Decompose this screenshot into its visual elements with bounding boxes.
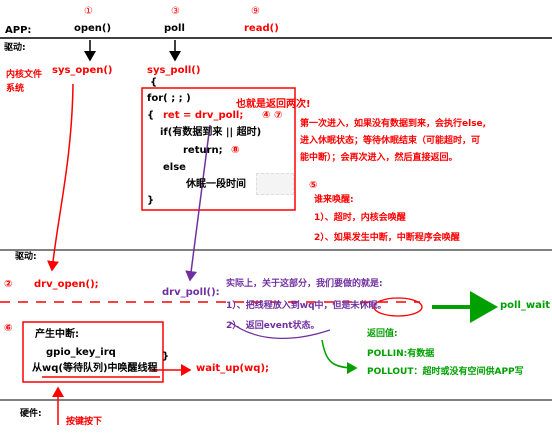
irq-name: gpio_key_irq — [46, 347, 116, 358]
work-item-1: 1）、把线程放入到wq中，但是未休眠。 — [226, 301, 387, 311]
code-return: return; — [183, 145, 223, 156]
step-4-7: ④ ⑦ — [262, 110, 283, 121]
explain-line-3: 能中断）；会再次进入，然后直接返回。 — [300, 153, 458, 163]
wake-item-1: 1）、超时，内核会唤醒 — [314, 213, 406, 223]
explain-line-1: 第一次进入，如果没有数据到来，会执行else, — [300, 119, 487, 129]
layer-app: APP: — [5, 25, 32, 36]
irq-title: 产生中断: — [35, 329, 79, 340]
code-box — [141, 87, 296, 211]
pollin: POLLIN:有数据 — [367, 349, 435, 359]
code-else: else — [163, 162, 186, 173]
irq-brace: } — [162, 351, 170, 362]
step-8: ⑧ — [231, 145, 240, 156]
explain-line-2: 进入休眠状态；等待休眠结束（可能超时，可 — [300, 136, 481, 146]
work-item-2: 2）、返回event状态。 — [226, 321, 320, 331]
code-brace-open: { — [150, 77, 158, 88]
return-loop — [229, 321, 331, 339]
pollout: POLLOUT：超时或没有空间供APP写 — [367, 367, 524, 377]
layer-driver-top: 驱动: — [4, 43, 26, 53]
code-brace-inner: { — [147, 110, 155, 121]
code-to-drvpoll-arrow — [185, 124, 211, 282]
sleep-blur-area — [256, 173, 294, 195]
key-press: 按键按下 — [66, 417, 103, 427]
step-1: ① — [84, 6, 93, 17]
wake-from-wq: 从wq(等待队列)中唤醒线程 — [32, 363, 158, 374]
step-6: ⑥ — [4, 323, 13, 334]
app-poll: poll — [164, 23, 185, 34]
kernel-files-label: 内核文件系统 — [6, 70, 43, 94]
open-to-drv-curve — [47, 83, 74, 272]
app-read: read() — [244, 23, 279, 34]
step-2: ② — [4, 279, 13, 290]
code-ret: ret = drv_poll; — [163, 110, 244, 121]
return-title: 返回值: — [367, 329, 398, 339]
wake-item-2: 2）、如果发生中断，中断程序会唤醒 — [314, 233, 460, 243]
drv-open: drv_open(); — [34, 279, 99, 290]
wait-up: wait_up(wq); — [196, 363, 270, 374]
sys-open: sys_open() — [52, 65, 113, 76]
code-brace-close: } — [147, 195, 155, 206]
step-3: ③ — [171, 6, 180, 17]
poll-wait: poll_wait — [500, 300, 551, 311]
step-5: ⑤ — [309, 180, 318, 191]
note-twice: 也就是返回两次! — [236, 99, 311, 110]
interrupt-box — [22, 321, 164, 383]
work-intro: 实际上，关于这部分，我们要做的就是: — [226, 279, 383, 289]
drv-poll: drv_poll(): — [162, 287, 220, 298]
app-open: open() — [74, 23, 112, 34]
layer-driver-bottom: 驱动: — [15, 252, 37, 262]
step-9: ⑨ — [251, 6, 260, 17]
sys-poll: sys_poll() — [147, 65, 201, 76]
not-sleep-ellipse — [373, 297, 423, 317]
code-for: for( ; ; ) — [147, 93, 191, 104]
code-if: if(有数据到来 || 超时) — [160, 127, 262, 138]
wake-title: 谁来唤醒: — [314, 195, 354, 205]
code-sleep: 休眠一段时间 — [186, 179, 246, 190]
layer-hardware: 硬件: — [20, 409, 42, 419]
return-values-curve — [321, 339, 358, 374]
